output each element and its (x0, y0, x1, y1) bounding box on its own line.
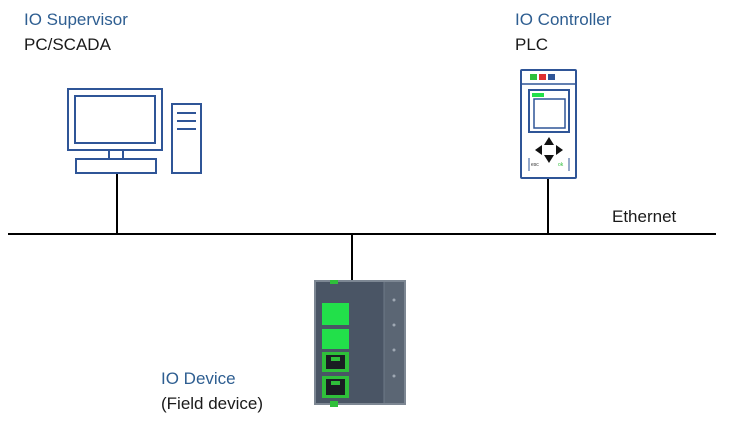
plc-esc-key: esc (531, 162, 539, 168)
supervisor-type-label: PC/SCADA (24, 35, 111, 54)
ethernet-label: Ethernet (612, 207, 677, 226)
supervisor-role-label: IO Supervisor (24, 10, 128, 29)
device-type-label: (Field device) (161, 394, 264, 413)
controller-role-label: IO Controller (515, 10, 612, 29)
controller-type-label: PLC (515, 35, 549, 54)
device-role-label: IO Device (161, 369, 236, 388)
pc-workstation-icon (67, 88, 202, 174)
plc-ok-key: ok (558, 162, 564, 168)
plc-controller-icon: esc ok (520, 69, 577, 179)
field-device-icon (314, 280, 406, 407)
device-ethernet-port-2 (322, 376, 349, 398)
device-ethernet-port-1 (322, 352, 349, 372)
device-status-led-2 (322, 329, 349, 349)
device-status-led-1 (322, 303, 349, 325)
